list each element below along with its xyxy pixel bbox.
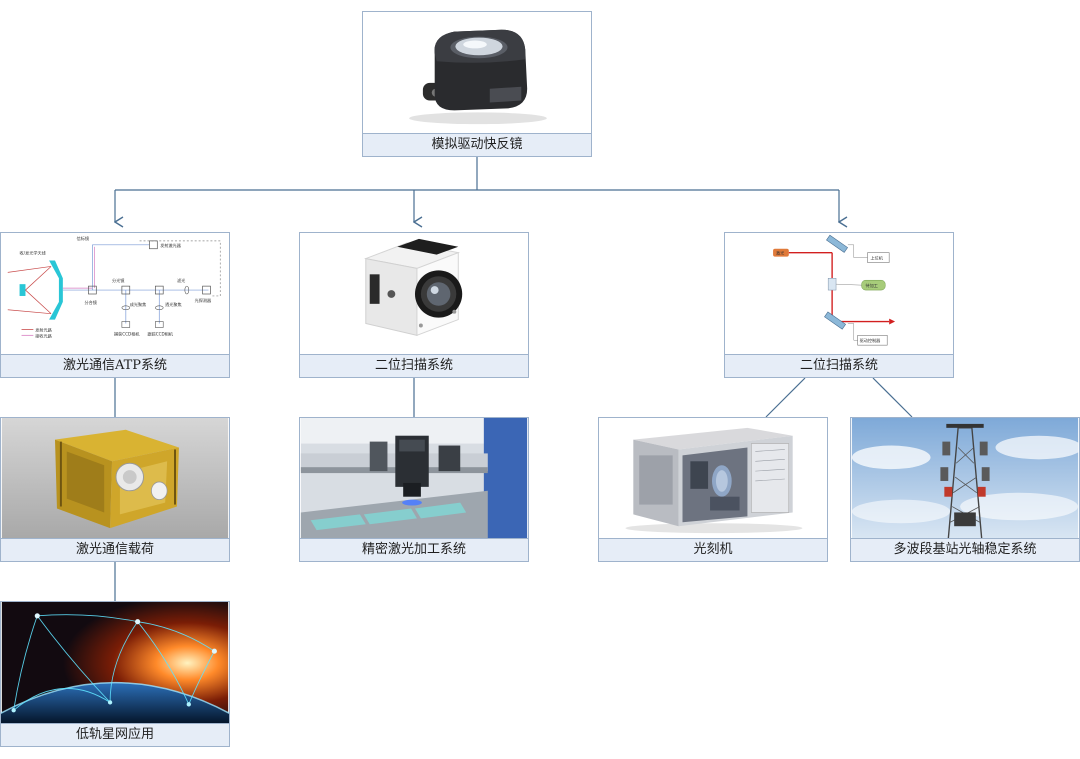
node-label: 多波段基站光轴稳定系统	[851, 538, 1079, 561]
lithography-machine-icon	[599, 418, 827, 539]
node-laser-comm-payload: 激光通信载荷	[0, 417, 230, 562]
diagram-label: 信标镜	[77, 235, 89, 241]
diagram-label: 滤光	[177, 277, 185, 283]
diagram-label: 激光	[776, 250, 784, 256]
diagram-label: 收/发光学天线	[20, 250, 46, 256]
diagram-label: 上位机	[870, 255, 883, 261]
node-label: 二位扫描系统	[300, 354, 528, 377]
base-station-tower-icon	[851, 418, 1079, 539]
diagram-label: 分光镜	[112, 277, 124, 283]
node-fast-steering-mirror: 模拟驱动快反镜	[362, 11, 592, 157]
node-label: 二位扫描系统	[725, 354, 953, 377]
laser-machining-icon	[300, 418, 528, 539]
leo-satellite-network-icon	[1, 602, 229, 724]
diagram-label: 光探测器	[195, 297, 212, 303]
node-precision-laser-machining: 精密激光加工系统	[299, 417, 529, 562]
atp-optical-diagram-icon: 信标镜 收/发光学天线 发射激光器 分光镜 滤光 光探测器 分合镜 成光聚焦 透…	[1, 233, 229, 355]
diagram-label: 发射激光器	[160, 242, 181, 248]
scan-beam-path-diagram-icon: 激光 上位机 待加工 驱动控制器	[725, 233, 953, 355]
diagram-label: 分合镜	[85, 299, 97, 305]
node-label: 模拟驱动快反镜	[363, 133, 591, 156]
diagram-label: 成光聚焦	[130, 301, 147, 307]
node-label: 激光通信ATP系统	[1, 354, 229, 377]
diagram-label: 接收光路	[35, 332, 52, 338]
node-leo-satellite-network: 低轨星网应用	[0, 601, 230, 747]
node-base-station-stabilization: 多波段基站光轴稳定系统	[850, 417, 1080, 562]
scan-head-camera-icon	[300, 233, 528, 355]
diagram-label: 发射光路	[35, 326, 52, 332]
node-lithography-machine: 光刻机	[598, 417, 828, 562]
diagram-label: 待加工	[866, 282, 878, 288]
node-label: 激光通信载荷	[1, 538, 229, 561]
diagram-label: 透光聚焦	[165, 301, 182, 307]
diagram-label: 跟踪CCD相机	[147, 330, 173, 336]
diagram-label: 捕获CCD相机	[114, 330, 140, 336]
node-scan-system-beam: 激光 上位机 待加工 驱动控制器 二位扫描系统	[724, 232, 954, 378]
node-laser-comm-atp: 信标镜 收/发光学天线 发射激光器 分光镜 滤光 光探测器 分合镜 成光聚焦 透…	[0, 232, 230, 378]
node-label: 精密激光加工系统	[300, 538, 528, 561]
fast-steering-mirror-icon	[363, 12, 591, 134]
diagram-label: 驱动控制器	[860, 337, 881, 343]
node-scan-system-camera: 二位扫描系统	[299, 232, 529, 378]
node-label: 低轨星网应用	[1, 723, 229, 746]
satellite-payload-icon	[1, 418, 229, 539]
node-label: 光刻机	[599, 538, 827, 561]
